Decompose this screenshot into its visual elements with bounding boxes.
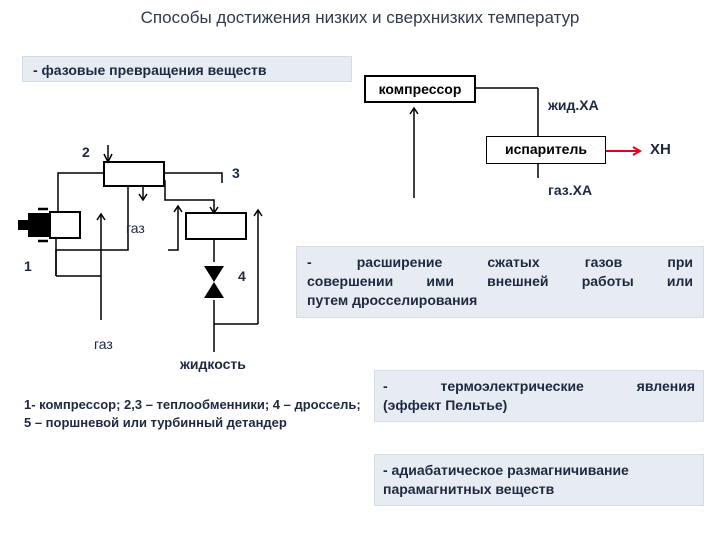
label-throttle-4: 4 xyxy=(238,268,246,284)
adiabatic-line-2: парамагнитных веществ xyxy=(383,481,555,497)
label-liquid-xa: жид.ХА xyxy=(548,97,599,113)
thermo-line-1: - термоэлектрические явления xyxy=(383,378,695,394)
label-heat-exchanger-2: 2 xyxy=(82,144,90,160)
expansion-box: - расширение сжатых газов при совершении… xyxy=(296,246,704,318)
label-xn: ХН xyxy=(650,141,671,158)
compressor-box: компрессор xyxy=(364,75,476,103)
compressor-1 xyxy=(49,211,81,239)
page-title: Способы достижения низких и сверхнизких … xyxy=(140,8,580,27)
label-compressor-1: 1 xyxy=(24,258,32,274)
label-heat-exchanger-3: 3 xyxy=(232,165,240,181)
label-liquid: жидкость xyxy=(180,356,246,372)
expansion-line-2: совершении ими внешней работы или xyxy=(307,273,693,289)
label-gas-top: газ xyxy=(126,220,145,236)
heat-exchanger-2 xyxy=(103,161,165,187)
expansion-line-1: - расширение сжатых газов при xyxy=(307,254,693,270)
evaporator-box: испаритель xyxy=(486,136,606,164)
adiabatic-box: - адиабатическое размагничивание парамаг… xyxy=(374,454,704,506)
thermo-line-2: (эффект Пельтье) xyxy=(383,397,508,413)
legend-text: 1- компрессор; 2,3 – теплообменники; 4 –… xyxy=(24,397,361,430)
thermoelectric-box: - термоэлектрические явления (эффект Пел… xyxy=(374,370,704,422)
phase-transition-box: - фазовые превращения веществ xyxy=(22,56,352,82)
heat-exchanger-3 xyxy=(185,212,247,240)
label-gas-bottom: газ xyxy=(94,336,113,352)
label-gas-xa: газ.ХА xyxy=(548,182,593,198)
throttle-valve-4 xyxy=(204,266,224,282)
expansion-line-3: путем дросселирования xyxy=(307,292,478,308)
adiabatic-line-1: - адиабатическое размагничивание xyxy=(383,462,629,478)
